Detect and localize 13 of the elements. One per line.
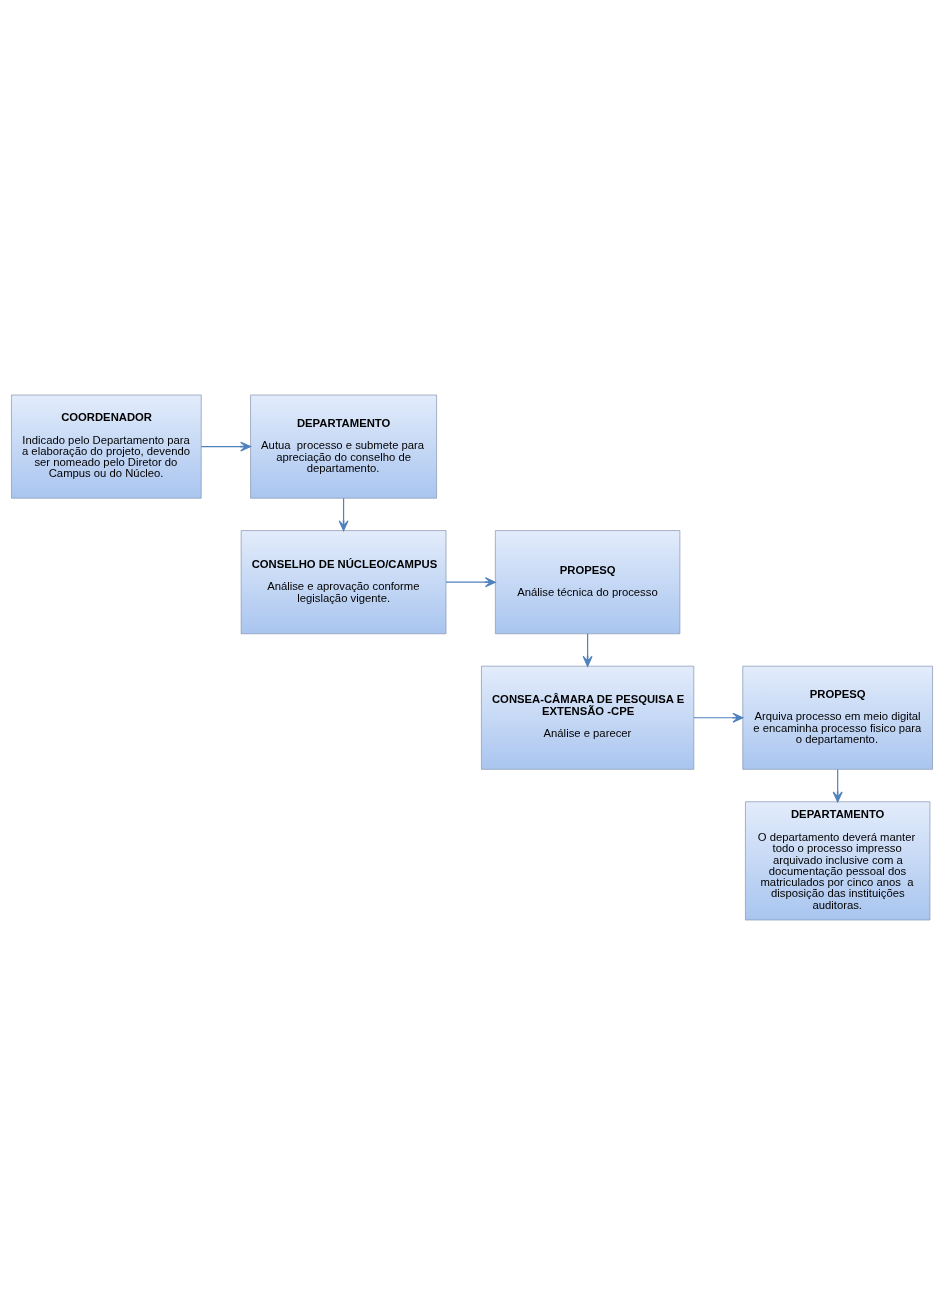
node-box: PROPESQ Arquiva processo em meio digital e encaminha processo fisico para o departamento. (742, 665, 933, 770)
arrow (832, 768, 843, 803)
arrow (338, 497, 349, 532)
node-box: DEPARTAMENTO Autua processo e submete para apreciação do conselho de departamento. (250, 394, 437, 499)
node-box: COORDENADOR Indicado pelo Departamento para a elaboração do projeto, devendo ser nomeado pelo Diretor do Campus ou do Núcleo. (11, 394, 202, 499)
arrow (200, 441, 252, 452)
node-box: CONSEA-CÂMARA DE PESQUISA E EXTENSÃO -CPE Análise e parecer (481, 665, 695, 770)
arrow (582, 633, 593, 667)
node-box: DEPARTAMENTO O departamento deverá manter todo o processo impresso arquivado inclusive com a documentação pessoal dos matriculados por cinco anos a disposição das instituições auditoras. (745, 801, 931, 921)
node-box: CONSELHO DE NÚCLEO/CAMPUS Análise e aprovação conforme legislação vigente. (240, 530, 447, 635)
arrow (445, 577, 496, 588)
arrow (693, 712, 744, 723)
node-box: PROPESQ Análise técnica do processo (494, 530, 681, 635)
